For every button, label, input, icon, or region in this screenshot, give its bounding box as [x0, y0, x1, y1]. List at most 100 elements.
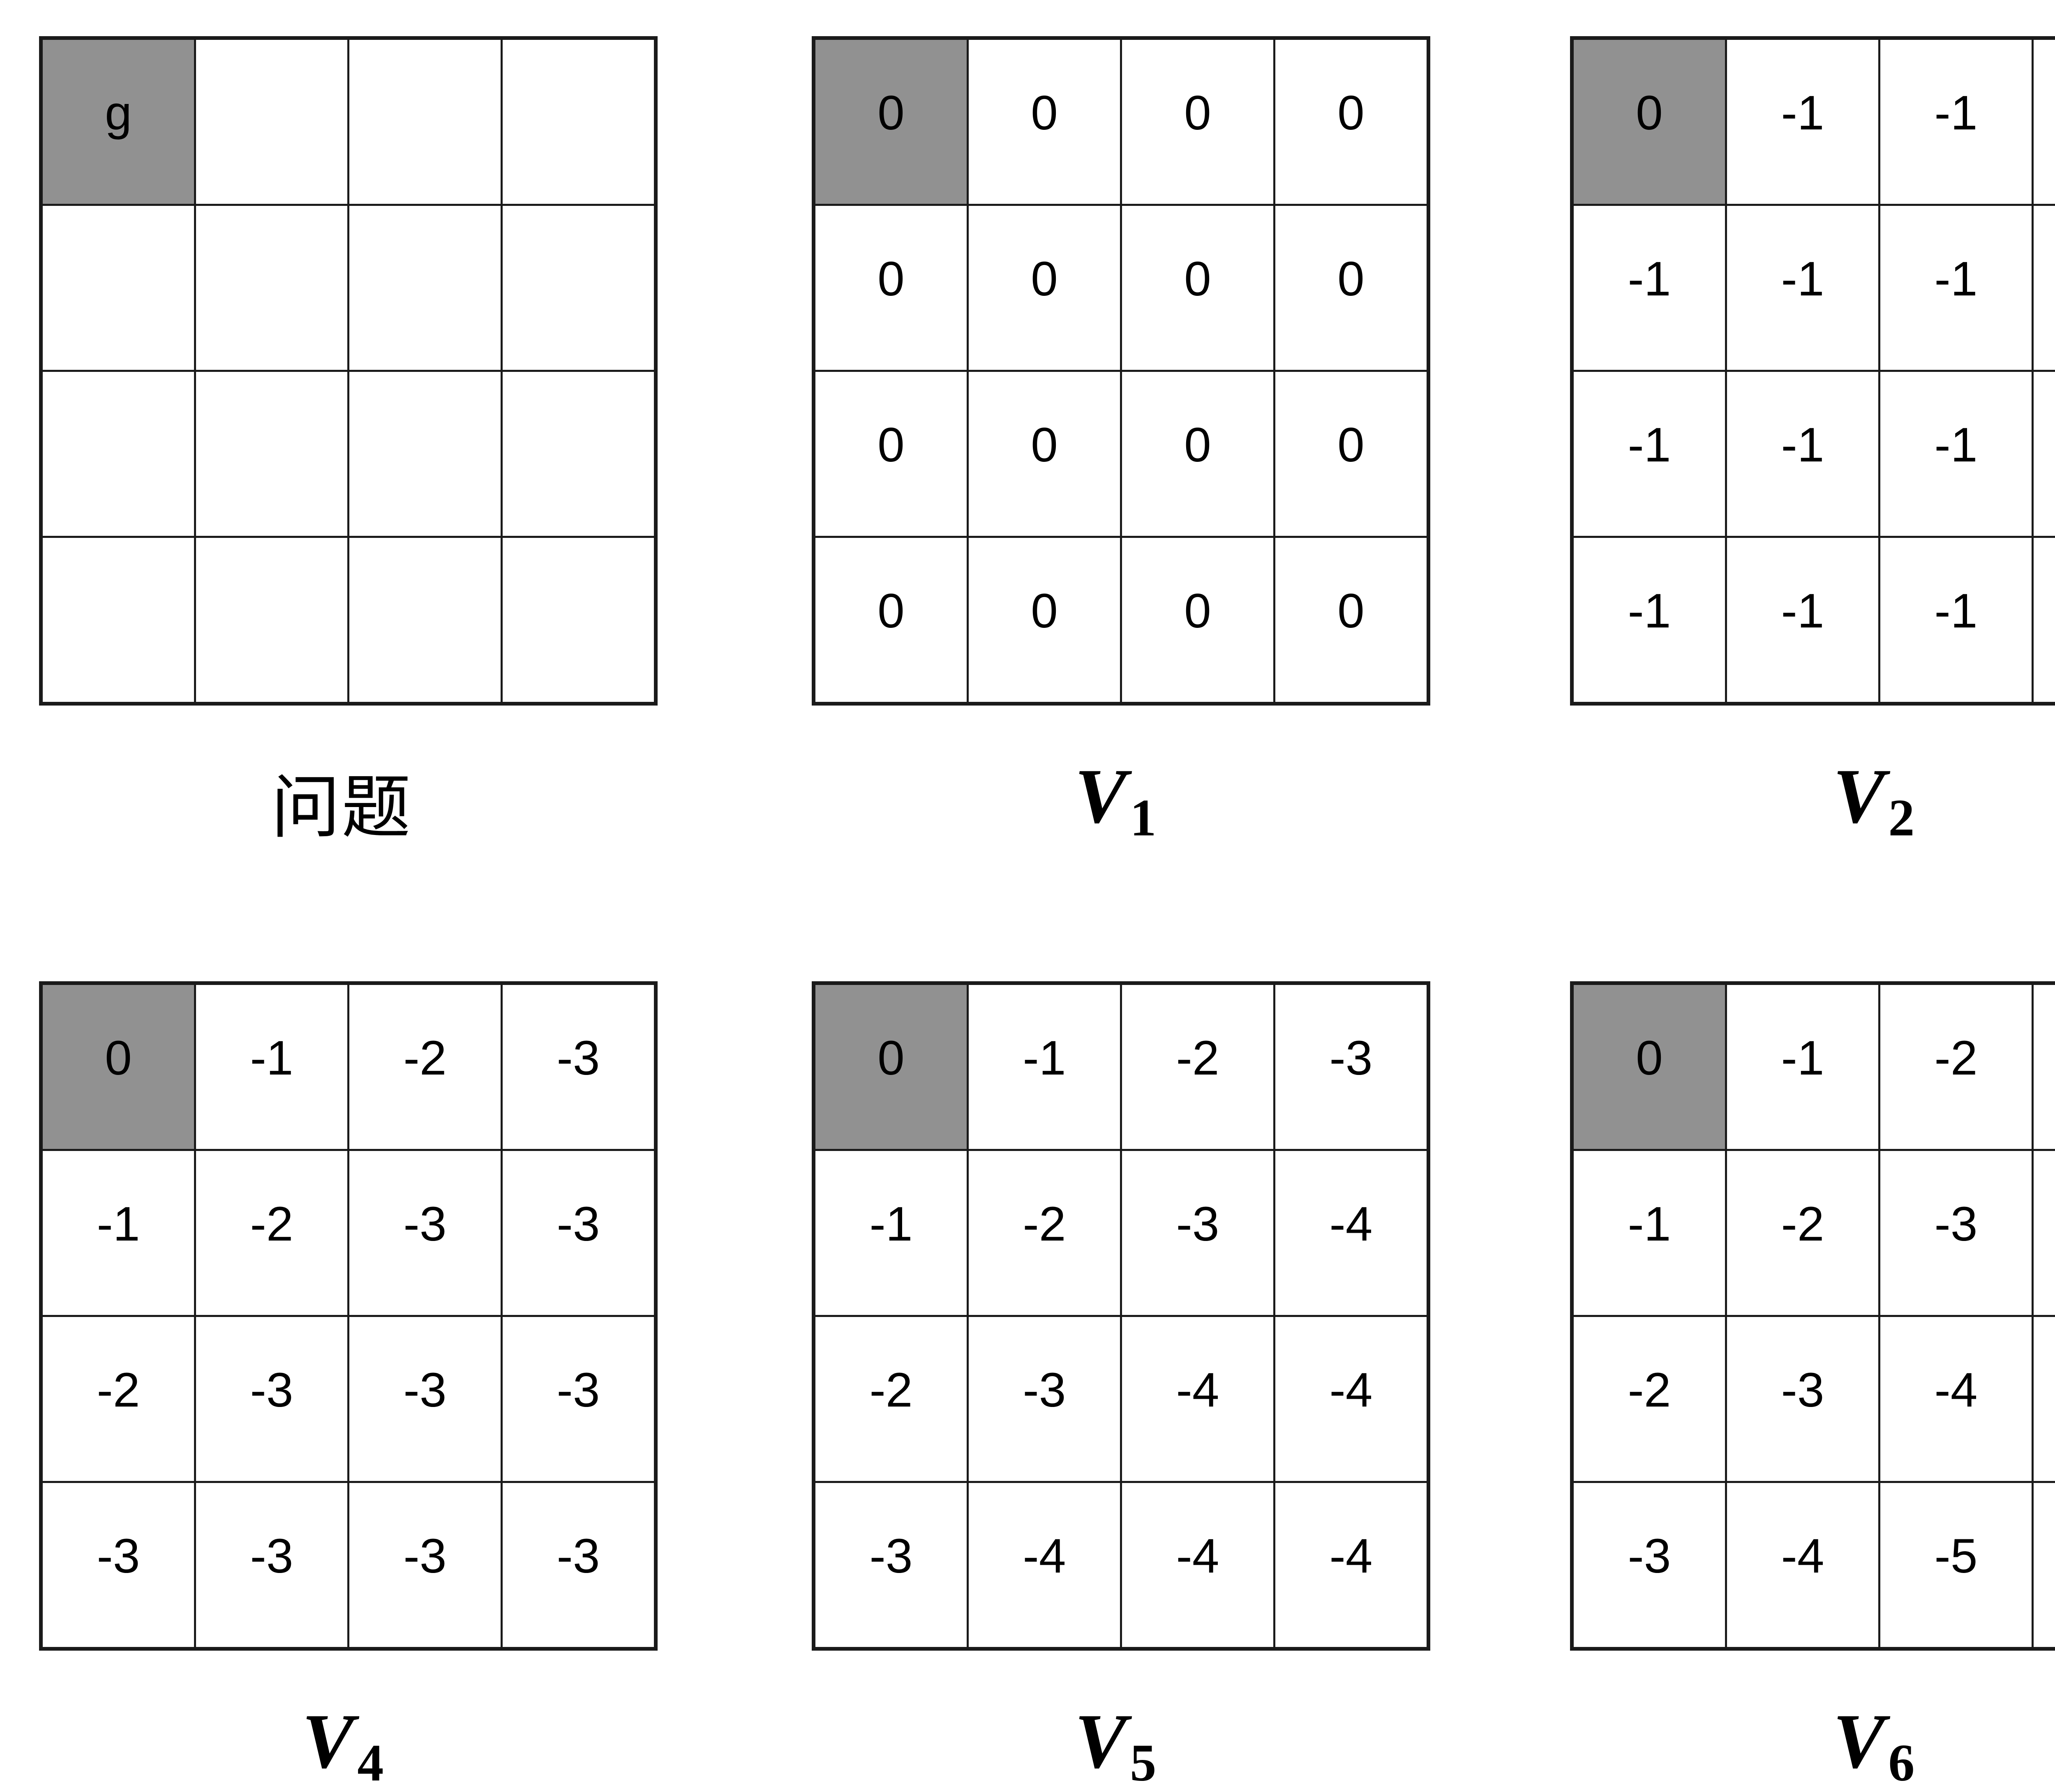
grid-cell: -1: [1726, 205, 1880, 371]
grid-cell: [502, 205, 656, 371]
value-grid-v4: 0-1-2-3-1-2-3-3-2-3-3-3-3-3-3-3: [39, 981, 658, 1651]
panel-caption-problem: 问题: [39, 752, 644, 846]
grid-cell: -4: [1726, 1482, 1880, 1649]
grid-cell: -3: [502, 983, 656, 1150]
grid-cell: [502, 371, 656, 537]
grid-cell: -4: [968, 1482, 1121, 1649]
grid-cell: -1: [2033, 38, 2055, 205]
grid-cell: -2: [1121, 983, 1275, 1150]
grid-cell-terminal: 0: [1572, 38, 1726, 205]
grid-cell: -3: [968, 1316, 1121, 1482]
value-grid-v5: 0-1-2-3-1-2-3-4-2-3-4-4-3-4-4-4: [812, 981, 1430, 1651]
grid-cell: [349, 537, 502, 704]
grid-cell: -3: [1880, 1150, 2033, 1316]
grid-cell: 0: [814, 371, 968, 537]
grid-cell: -3: [502, 1150, 656, 1316]
grid-cell: -5: [2033, 1482, 2055, 1649]
caption-subscript: 6: [1888, 1734, 1914, 1792]
grid-cell: [349, 38, 502, 205]
grid-cell: -2: [41, 1316, 195, 1482]
grid-row: 0-1-1-1: [1572, 38, 2055, 205]
grid-cell: 0: [1275, 38, 1429, 205]
value-grid-v6: 0-1-2-3-1-2-3-4-2-3-4-5-3-4-5-5: [1570, 981, 2055, 1651]
grid-cell: -3: [195, 1316, 349, 1482]
grid-cell: -4: [2033, 1150, 2055, 1316]
caption-symbol: V: [1075, 1698, 1128, 1785]
grid-panel-v2: 0-1-1-1-1-1-1-1-1-1-1-1-1-1-1-1V2: [1570, 36, 2055, 846]
grid-cell: -1: [1726, 38, 1880, 205]
grid-row: [41, 371, 656, 537]
grid-cell: -3: [1121, 1150, 1275, 1316]
grid-cell: [41, 205, 195, 371]
grid-cell: -2: [1880, 983, 2033, 1150]
grid-cell: -1: [2033, 205, 2055, 371]
panel-caption-v1: V1: [812, 752, 1417, 846]
grid-cell: 0: [968, 537, 1121, 704]
caption-symbol: V: [1075, 753, 1128, 839]
grid-cell: -3: [41, 1482, 195, 1649]
grid-cell: -1: [1726, 537, 1880, 704]
grid-cell: -2: [349, 983, 502, 1150]
grid-cell: -1: [1726, 983, 1880, 1150]
grid-cell: -3: [502, 1482, 656, 1649]
grid-cell: -3: [1572, 1482, 1726, 1649]
grid-cell: -4: [1275, 1150, 1429, 1316]
grid-cell: [349, 371, 502, 537]
caption-subscript: 5: [1130, 1734, 1156, 1792]
panel-caption-v6: V6: [1570, 1697, 2055, 1791]
grid-cell-terminal: 0: [814, 38, 968, 205]
caption-symbol: V: [1833, 1698, 1886, 1785]
grid-row: -1-2-3-4: [1572, 1150, 2055, 1316]
grid-row: -1-2-3-4: [814, 1150, 1429, 1316]
caption-subscript: 4: [357, 1734, 383, 1792]
grid-cell: -2: [1726, 1150, 1880, 1316]
grid-cell: -3: [349, 1150, 502, 1316]
grid-cell: -4: [1121, 1482, 1275, 1649]
grid-cell: 0: [814, 205, 968, 371]
grid-cell: 0: [1275, 537, 1429, 704]
grid-cell-terminal: 0: [814, 983, 968, 1150]
grid-cell: -3: [814, 1482, 968, 1649]
grid-cell: -5: [2033, 1316, 2055, 1482]
grid-cell: [502, 537, 656, 704]
grid-cell: -1: [1726, 371, 1880, 537]
grid-row: -1-2-3-3: [41, 1150, 656, 1316]
grid-row: -3-4-5-5: [1572, 1482, 2055, 1649]
grid-cell: -5: [1880, 1482, 2033, 1649]
grid-cell: -3: [1275, 983, 1429, 1150]
grid-cell: [41, 371, 195, 537]
grid-cell: -1: [41, 1150, 195, 1316]
grid-cell-terminal: g: [41, 38, 195, 205]
grid-cell: [502, 38, 656, 205]
grid-cell: -1: [1572, 537, 1726, 704]
grid-row: -2-3-3-3: [41, 1316, 656, 1482]
grid-row: 0-1-2-3: [1572, 983, 2055, 1150]
grid-row: -2-3-4-4: [814, 1316, 1429, 1482]
grid-cell: [41, 537, 195, 704]
grid-cell: 0: [968, 205, 1121, 371]
caption-subscript: 1: [1130, 789, 1156, 847]
grid-cell: -1: [1572, 205, 1726, 371]
grid-cell-terminal: 0: [1572, 983, 1726, 1150]
grid-row: -3-4-4-4: [814, 1482, 1429, 1649]
grid-cell: -1: [814, 1150, 968, 1316]
grid-cell: 0: [1121, 371, 1275, 537]
grid-cell: 0: [968, 371, 1121, 537]
grid-cell: 0: [1121, 537, 1275, 704]
grid-cell: -1: [1572, 371, 1726, 537]
grid-cell: -1: [1880, 205, 2033, 371]
grid-cell: 0: [1275, 205, 1429, 371]
grid-cell: -2: [968, 1150, 1121, 1316]
grid-cell: -1: [2033, 371, 2055, 537]
grid-row: -1-1-1-1: [1572, 205, 2055, 371]
grid-cell: 0: [1121, 205, 1275, 371]
panel-caption-v5: V5: [812, 1697, 1417, 1791]
grid-cell: -3: [349, 1482, 502, 1649]
